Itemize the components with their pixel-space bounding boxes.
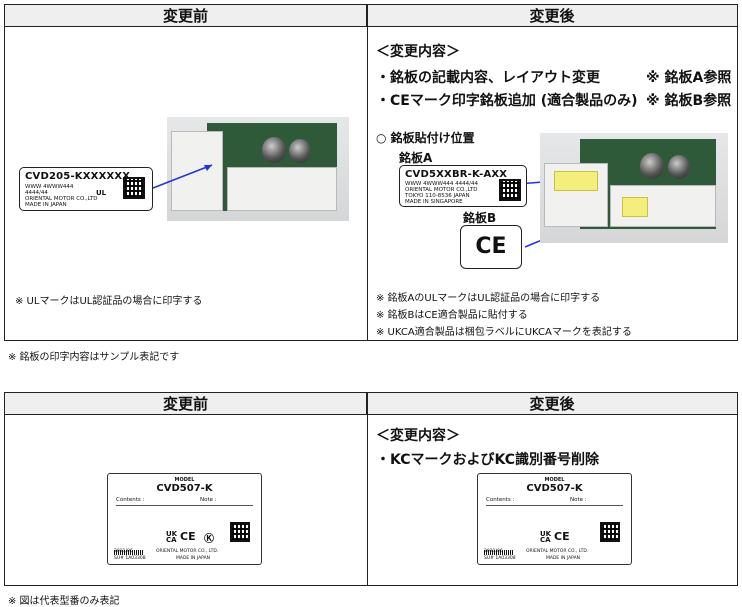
- kc-mark-icon: Ⓚ: [204, 534, 214, 545]
- label-a-origin: MADE IN SINGAPORE: [405, 199, 463, 205]
- label-b-ce-plate: CE: [460, 225, 522, 269]
- before-nameplate: CVD205-KXXXXXX WWW 4WWW444 4444/44 ORIEN…: [19, 167, 153, 211]
- before-part-number: CVD205-KXXXXXX: [25, 171, 131, 182]
- before-label-line2: WWW 4WWW444: [25, 184, 74, 190]
- column-divider: [367, 393, 368, 585]
- label-a-line2: WWW 4WWW444 4444/44: [405, 181, 478, 187]
- after-note-3: ※ UKCA適合製品は梱包ラベルにUKCAマークを表記する: [376, 327, 632, 338]
- before-driver-photo: [167, 117, 349, 221]
- capacitor: [640, 153, 664, 179]
- model-caption: MODEL: [544, 477, 565, 483]
- barcode-icon: [114, 550, 144, 555]
- model-number: CVD507-K: [156, 483, 213, 494]
- ce-mark: CE: [554, 530, 570, 543]
- note-label: Note :: [200, 497, 217, 503]
- after-note-1: ※ 銘板AのULマークはUL認証品の場合に印字する: [376, 293, 601, 304]
- label-a-address: TOKYO 110-8536 JAPAN: [405, 193, 470, 199]
- note-label: Note :: [570, 497, 587, 503]
- terminal-block: [227, 167, 337, 211]
- arrow-before: [152, 164, 213, 189]
- divider-line: [116, 505, 253, 506]
- label-a-maker: ORIENTAL MOTOR CO.,LTD: [405, 187, 478, 193]
- divider-line: [486, 505, 623, 506]
- model-number: CVD507-K: [526, 483, 583, 494]
- plate-maker: ORIENTAL MOTOR CO., LTD.: [156, 549, 219, 554]
- change-item-1: ・銘板の記載内容、レイアウト変更: [376, 70, 600, 86]
- qr-code-icon: [123, 177, 145, 199]
- label-b-position: [622, 197, 648, 217]
- comparison-table-label: 変更前 変更後 CVD205-KXXXXXX WWW 4WWW444 4444/…: [4, 4, 738, 341]
- header-before: 変更前: [5, 393, 367, 415]
- label-a-nameplate: CVD5XXBR-K-AXX WWW 4WWW444 4444/44 ORIEN…: [399, 165, 527, 207]
- qr-code-icon: [600, 522, 620, 542]
- contents-label: Contents :: [116, 497, 145, 503]
- model-caption: MODEL: [174, 477, 195, 483]
- label-a-position: [554, 171, 598, 191]
- header-after: 変更後: [367, 5, 737, 27]
- after-note-2: ※ 銘板BはCE適合製品に貼付する: [376, 310, 528, 321]
- change-item-1: ・KCマークおよびKC識別番号削除: [376, 452, 599, 468]
- label-b-title: 銘板B: [463, 211, 497, 225]
- arrowhead-icon: [204, 165, 212, 171]
- change-heading: ＜変更内容＞: [376, 44, 460, 60]
- label-a-part-number: CVD5XXBR-K-AXX: [405, 169, 508, 180]
- plate-maker: ORIENTAL MOTOR CO., LTD.: [526, 549, 589, 554]
- footnote-2: ※ 図は代表型番のみ表記: [8, 596, 120, 607]
- plate-origin: MADE IN JAPAN: [176, 556, 211, 561]
- column-divider: [367, 5, 368, 340]
- plate-serial: SU# 1A03308: [484, 556, 516, 561]
- capacitor: [668, 155, 690, 179]
- capacitor: [289, 139, 311, 163]
- before-note: ※ ULマークはUL認証品の場合に印字する: [15, 296, 203, 307]
- comparison-table-marks: 変更前 変更後 ＜変更内容＞ ・KCマークおよびKC識別番号削除 MODEL C…: [4, 392, 738, 586]
- footnote-1: ※ 銘板の印字内容はサンプル表記です: [8, 352, 180, 363]
- plate-date: 2021/06: [484, 549, 503, 554]
- plate-date: 2021/06: [114, 549, 133, 554]
- change-item-2: ・CEマーク印字銘板追加 (適合製品のみ): [376, 93, 638, 109]
- header-before: 変更前: [5, 5, 367, 27]
- label-a-title: 銘板A: [399, 151, 433, 165]
- qr-code-icon: [230, 522, 250, 542]
- before-label-maker: ORIENTAL MOTOR CO.,LTD: [25, 196, 98, 202]
- plate-serial: SU# 1A03308: [114, 556, 146, 561]
- change-item-2-ref: ※ 銘板B参照: [646, 93, 732, 109]
- change-item-1-ref: ※ 銘板A参照: [646, 70, 732, 86]
- ul-mark: UL: [96, 189, 107, 197]
- barcode-icon: [484, 550, 514, 555]
- qr-code-icon: [499, 179, 521, 201]
- before-label-origin: MADE IN JAPAN: [25, 202, 67, 208]
- contents-label: Contents :: [486, 497, 515, 503]
- capacitor: [262, 137, 286, 163]
- change-heading: ＜変更内容＞: [376, 428, 460, 444]
- after-driver-photo: [540, 133, 728, 243]
- plate-origin: MADE IN JAPAN: [546, 556, 581, 561]
- header-after: 変更後: [367, 393, 737, 415]
- position-heading: ○ 銘板貼付け位置: [376, 131, 475, 145]
- ce-mark: CE: [180, 530, 196, 543]
- before-label-line3: 4444/44: [25, 190, 48, 196]
